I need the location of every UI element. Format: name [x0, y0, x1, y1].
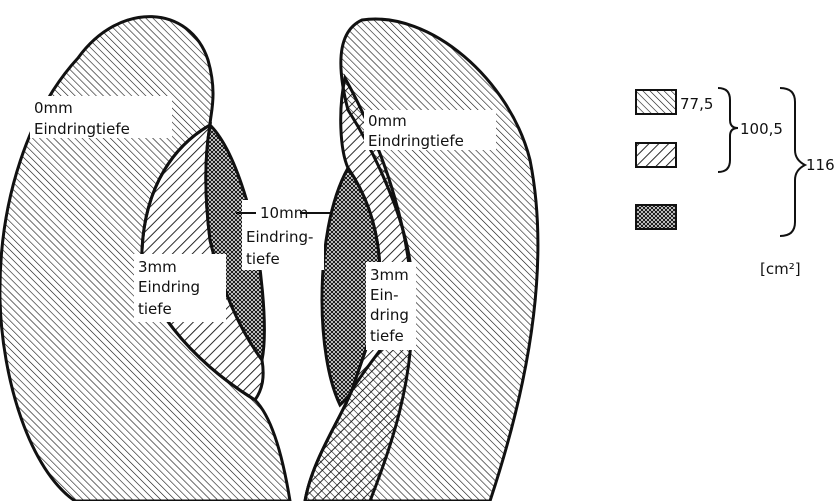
outer-bracket: [780, 88, 805, 236]
left-outer-label: 0mm Eindringtiefe: [30, 96, 172, 138]
svg-text:3mm: 3mm: [370, 266, 409, 284]
inner-bracket: [718, 88, 738, 172]
svg-text:0mm: 0mm: [34, 99, 73, 117]
left-middle-label: 3mm Eindring tiefe: [134, 254, 226, 322]
svg-text:dring: dring: [370, 306, 409, 324]
svg-text:tiefe: tiefe: [370, 327, 404, 345]
svg-text:tiefe: tiefe: [246, 250, 280, 268]
svg-text:Eindringtiefe: Eindringtiefe: [34, 120, 130, 138]
svg-text:Eindring-: Eindring-: [246, 228, 313, 246]
svg-text:Ein-: Ein-: [370, 286, 399, 304]
right-outer-label: 0mm Eindringtiefe: [364, 110, 496, 150]
outer-bracket-total: 116: [806, 156, 835, 174]
legend-value-1: 77,5: [680, 95, 713, 113]
legend: 77,5 100,5 116 [cm²]: [636, 88, 835, 278]
unit-label: [cm²]: [760, 260, 801, 278]
svg-text:3mm: 3mm: [138, 258, 177, 276]
legend-swatch-coarse: [636, 143, 676, 167]
svg-text:tiefe: tiefe: [138, 300, 172, 318]
svg-text:Eindringtiefe: Eindringtiefe: [368, 132, 464, 150]
center-label: 10mm Eindring- tiefe: [236, 200, 332, 270]
legend-swatch-fine: [636, 90, 676, 114]
right-middle-label: 3mm Ein- dring tiefe: [366, 262, 416, 350]
inner-bracket-total: 100,5: [740, 120, 783, 138]
legend-swatch-cross: [636, 205, 676, 229]
svg-text:0mm: 0mm: [368, 112, 407, 130]
right-lobe: [305, 19, 538, 501]
svg-text:Eindring: Eindring: [138, 278, 200, 296]
